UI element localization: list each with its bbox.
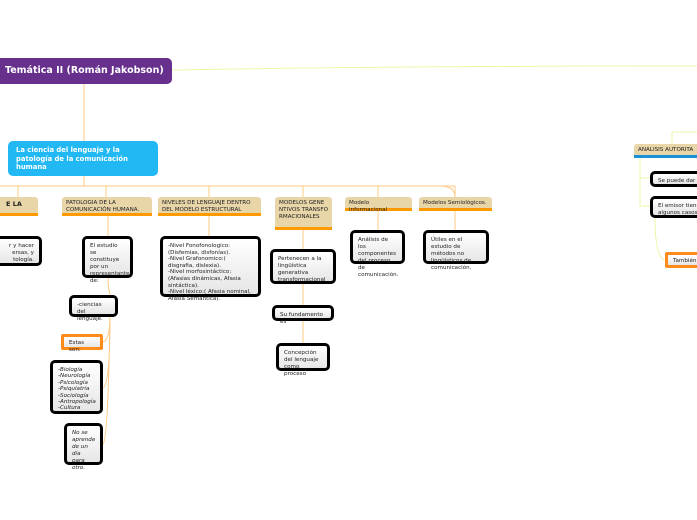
topic-label: E LA bbox=[6, 200, 22, 208]
card-fundamento[interactable]: Su fundamento es bbox=[272, 305, 334, 325]
topic-modelo-informacional[interactable]: Modelo informacional bbox=[345, 197, 412, 213]
topic-partial[interactable]: E LA bbox=[0, 197, 38, 216]
topic-patologia[interactable]: PATOLOGIA DE LA COMUNICACIÓN HUMANA. bbox=[62, 197, 152, 216]
card-estudio[interactable]: El estudio se constituye por un represen… bbox=[82, 236, 133, 284]
main-topic-title: La ciencia del lenguaje y la patología d… bbox=[16, 146, 128, 171]
card-ciencias[interactable]: -ciencias del lenguaje. bbox=[69, 295, 118, 322]
card-utiles[interactable]: Útiles en el estudio de métodos no lingü… bbox=[423, 230, 489, 271]
topic-niveles[interactable]: NIVELES DE LENGUAJE DENTRO DEL MODELO ES… bbox=[158, 197, 261, 216]
card-se-puede-dar[interactable]: Se puede dar e bbox=[650, 171, 697, 187]
card-niveles[interactable]: -Nivel Fonofonologico: (Disfemias, disfo… bbox=[160, 236, 261, 302]
main-topic-node[interactable]: La ciencia del lenguaje y la patología d… bbox=[8, 141, 158, 176]
topic-modelos-generativos[interactable]: MODELOS GENENTIVOS TRANSFORMACIONALES bbox=[275, 197, 332, 230]
card-no-se-aprende[interactable]: No se aprende de un día para otro. bbox=[64, 423, 103, 471]
card-analisis[interactable]: Análisis de los componentes del proceso … bbox=[350, 230, 405, 278]
root-node[interactable]: Temática II (Román Jakobson) bbox=[0, 58, 172, 84]
card-estas-son[interactable]: Estas son: bbox=[61, 334, 103, 353]
card-emisor[interactable]: El emisor tiene algunos casos bbox=[650, 196, 697, 218]
card-pertenecen[interactable]: Pertenecen a la lingüística generativa t… bbox=[270, 249, 336, 284]
topic-analisis-autoritario[interactable]: ANALISIS AUTORITA bbox=[634, 144, 697, 158]
card-disciplinas[interactable]: -Biología -Neurología -Psicología -Psiqu… bbox=[50, 360, 103, 414]
topic-modelos-semiologicos[interactable]: Modelos Semiológicos. bbox=[419, 197, 492, 211]
card-tambien[interactable]: También bbox=[665, 252, 697, 268]
card-concepcion[interactable]: Concepción del lenguaje como proceso bbox=[276, 343, 330, 377]
root-title: Temática II (Román Jakobson) bbox=[5, 65, 164, 76]
card-partial[interactable]: r y hacer ersas, y tología. bbox=[0, 236, 42, 266]
